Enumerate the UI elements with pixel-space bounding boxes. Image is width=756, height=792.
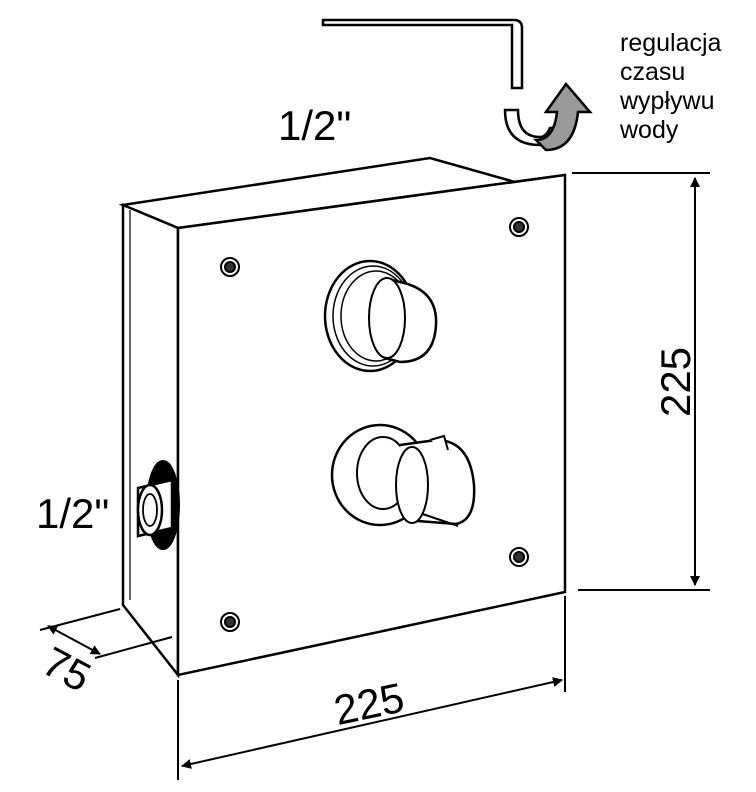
note-line: wypływu bbox=[619, 87, 714, 115]
side-fitting-label: 1/2" bbox=[36, 490, 109, 537]
side-fitting bbox=[136, 460, 180, 550]
note-line: wody bbox=[619, 116, 679, 144]
width-dimension-label: 225 bbox=[330, 674, 408, 735]
screws bbox=[220, 217, 529, 632]
height-dimension bbox=[572, 172, 710, 591]
screw-top-right bbox=[509, 217, 529, 237]
screw-bottom-right bbox=[509, 547, 529, 567]
hex-key-icon bbox=[321, 18, 524, 90]
upper-knob bbox=[323, 259, 438, 373]
width-dimension bbox=[177, 596, 566, 780]
rotation-arrow-icon bbox=[503, 81, 593, 152]
note-block: regulacja czasu wypływu wody bbox=[619, 29, 722, 144]
note-line: regulacja bbox=[620, 29, 722, 57]
top-fitting-label: 1/2" bbox=[278, 102, 351, 149]
box-body bbox=[118, 156, 567, 679]
screw-top-left bbox=[220, 257, 240, 277]
height-dimension-label: 225 bbox=[652, 347, 699, 417]
screw-bottom-left bbox=[220, 612, 240, 632]
depth-dimension bbox=[39, 608, 173, 659]
lower-knob bbox=[330, 423, 476, 527]
note-line: czasu bbox=[620, 58, 685, 86]
